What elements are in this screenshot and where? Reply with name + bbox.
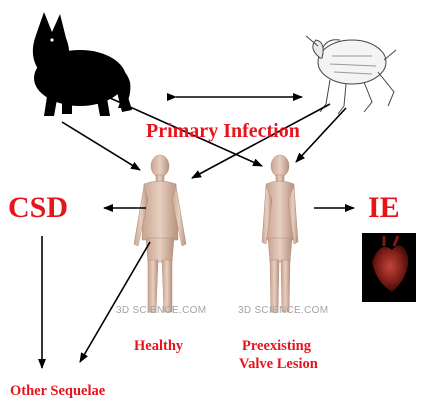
healthy-label: Healthy: [134, 338, 183, 355]
flea-icon: [306, 36, 396, 114]
preexisting-label-line2: Valve Lesion: [239, 356, 318, 373]
primary-infection-label: Primary Infection: [146, 120, 300, 143]
arrow-flea-lesion: [296, 108, 346, 162]
other-sequelae-label: Other Sequelae: [10, 383, 105, 400]
ie-label: IE: [368, 191, 400, 225]
arrow-cat-healthy: [62, 122, 140, 170]
watermark-right: 3D SCIENCE.COM: [238, 305, 328, 316]
human-figure-icon: [134, 155, 186, 312]
human-figure-icon: [262, 155, 298, 312]
csd-label: CSD: [8, 191, 68, 225]
preexisting-label-line1: Preexisting: [242, 338, 311, 355]
heart-icon: [362, 233, 416, 302]
watermark-left: 3D SCIENCE.COM: [116, 305, 206, 316]
